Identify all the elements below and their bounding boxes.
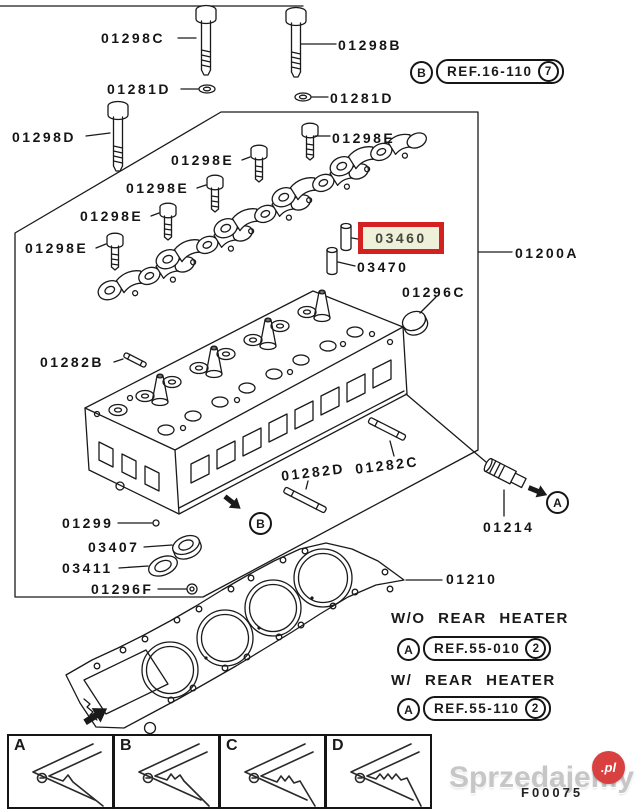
ref-box-16-110: REF.16-110 7 — [436, 59, 564, 84]
part-label-03460: 03460 — [375, 230, 427, 246]
figure-code: F00075 — [521, 785, 584, 800]
inset-sketch-a — [32, 743, 104, 807]
part-label-01281d-left: 01281D — [107, 81, 172, 97]
gasket-corner-hole — [143, 721, 157, 735]
bolt-01298c-drawing — [195, 4, 217, 76]
part-label-01299: 01299 — [62, 515, 114, 531]
qty-circle: 2 — [525, 638, 547, 659]
part-label-01282b: 01282B — [40, 354, 105, 370]
part-label-01214: 01214 — [483, 519, 535, 535]
part-label-03411: 03411 — [62, 560, 113, 576]
valve-guide-03470 — [326, 246, 338, 276]
inset-box-d: D — [325, 734, 432, 809]
leader-lines — [85, 37, 513, 590]
inset-letter-a: A — [14, 737, 26, 754]
part-label-01298d: 01298D — [12, 129, 77, 145]
part-label-03407: 03407 — [88, 539, 140, 555]
ref-box-55-110: REF.55-110 2 — [423, 696, 551, 721]
wo-rear-heater-title: W/O REAR HEATER — [391, 610, 569, 627]
qty-circle: 7 — [537, 61, 559, 82]
watermark-tld: .pl — [600, 760, 617, 775]
fitting-01214 — [483, 457, 527, 489]
seal-03407 — [171, 534, 202, 560]
qty-circle: 2 — [524, 698, 546, 719]
part-label-01210: 01210 — [446, 571, 498, 587]
part-label-03470: 03470 — [357, 259, 409, 275]
cup-plug-01296c — [401, 310, 429, 336]
watermark-logo: .pl — [592, 751, 625, 784]
seal-ring-03411 — [148, 555, 178, 577]
inset-box-b: B — [113, 734, 220, 809]
ref-label: REF.16-110 — [447, 64, 533, 79]
ref-label: REF.55-010 — [434, 641, 521, 656]
stud-01282c — [367, 417, 407, 441]
bolt-01298d-drawing — [107, 100, 129, 172]
callout-a-wo-heater: A — [397, 638, 420, 661]
part-label-01298e-5: 01298E — [332, 130, 396, 146]
part-label-01200a: 01200A — [515, 245, 580, 261]
bolt-01298b-drawing — [285, 6, 307, 78]
part-label-01298e-4: 01298E — [25, 240, 89, 256]
callout-a-w-heater: A — [397, 698, 420, 721]
highlight-box-03460: 03460 — [358, 222, 444, 254]
stud-01282d — [283, 486, 327, 514]
ref-label: REF.55-110 — [434, 701, 520, 716]
part-label-01298e-3: 01298E — [80, 208, 144, 224]
inset-letter-d: D — [332, 737, 344, 754]
callout-a-circle: A — [546, 491, 569, 514]
inset-letter-b: B — [120, 737, 132, 754]
washer-01281d-left — [198, 84, 216, 94]
part-label-01296c: 01296C — [402, 284, 467, 300]
callout-b-circle: B — [249, 512, 272, 535]
cylinder-head-drawing — [84, 289, 408, 515]
inset-letter-c: C — [226, 737, 238, 754]
stud-01282b — [123, 352, 147, 368]
part-label-01298e-2: 01298E — [126, 180, 190, 196]
part-label-01296f: 01296F — [91, 581, 154, 597]
callout-b-top: B — [410, 61, 433, 84]
ref-box-55-010: REF.55-010 2 — [423, 636, 552, 661]
w-rear-heater-title: W/ REAR HEATER — [391, 672, 556, 689]
part-label-01298c: 01298C — [101, 30, 166, 46]
part-label-01281d-right: 01281D — [330, 90, 395, 106]
inset-sketch-d — [350, 743, 422, 807]
inset-box-a: A — [7, 734, 114, 809]
valve-guide-03460 — [340, 222, 352, 252]
inset-sketch-b — [138, 743, 210, 807]
assembly-boundary — [14, 111, 479, 598]
part-label-01298b: 01298B — [338, 37, 403, 53]
head-gasket-drawing — [65, 542, 405, 729]
inset-box-c: C — [219, 734, 326, 809]
arrow-to-b-icon — [220, 490, 246, 515]
inset-sketch-c — [244, 743, 316, 807]
washer-01281d-right — [294, 92, 312, 102]
ball-01299 — [152, 519, 160, 527]
part-label-01298e-1: 01298E — [171, 152, 235, 168]
plug-01296f — [186, 583, 198, 595]
